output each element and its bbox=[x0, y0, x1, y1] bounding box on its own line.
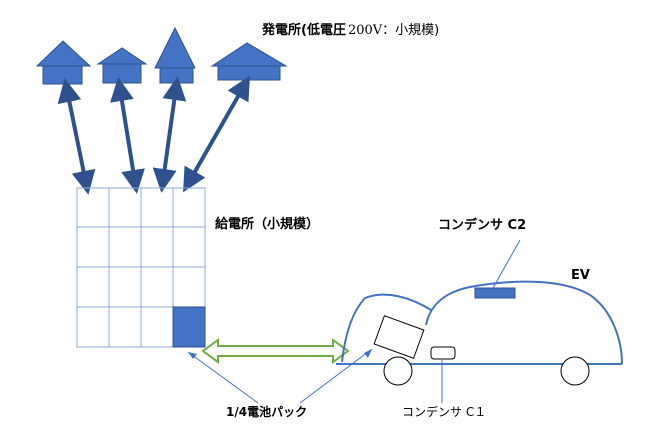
battery-pack-cell bbox=[172, 306, 206, 348]
battery-pack-label: 1/4電池パック bbox=[226, 404, 307, 419]
ev-rear-wheel bbox=[560, 356, 590, 386]
station-label: 給電所（小規模） bbox=[215, 216, 319, 232]
callout-battery-ev bbox=[299, 348, 373, 404]
house-2-icon bbox=[96, 47, 148, 84]
power-arrows bbox=[57, 75, 250, 195]
capacitor-c2-label: コンデンサ C2 bbox=[438, 217, 526, 233]
green-double-arrow bbox=[201, 338, 350, 364]
ev-car bbox=[336, 280, 623, 386]
capacitor-c1-box bbox=[430, 346, 456, 360]
ev-label: EV bbox=[571, 268, 590, 283]
callout-battery-grid-tip bbox=[188, 352, 197, 359]
title-suffix: ：小規模) bbox=[382, 23, 439, 38]
house-3-icon bbox=[154, 26, 196, 84]
ev-battery-pack bbox=[373, 315, 425, 359]
arrow-house-3 bbox=[152, 76, 187, 193]
callout-lines bbox=[187, 239, 521, 404]
title-prefix: 発電所(低電圧 bbox=[261, 22, 346, 38]
callout-battery-grid bbox=[187, 351, 259, 404]
capacitor-c2-box bbox=[474, 287, 516, 299]
arrow-house-2 bbox=[110, 77, 145, 194]
house-1-icon bbox=[35, 40, 92, 85]
ev-body-outline bbox=[425, 280, 623, 365]
ev-hood-outline bbox=[341, 293, 432, 363]
title-voltage: 200V bbox=[348, 23, 383, 38]
callout-battery-ev-tip bbox=[364, 349, 372, 358]
capacitor-c1-label: コンデンサ C１ bbox=[402, 404, 486, 419]
arrow-house-4 bbox=[183, 75, 250, 193]
arrow-house-1 bbox=[57, 78, 96, 195]
ev-front-wheel bbox=[383, 356, 413, 386]
callout-c2 bbox=[492, 239, 521, 289]
house-4-icon bbox=[210, 42, 288, 81]
